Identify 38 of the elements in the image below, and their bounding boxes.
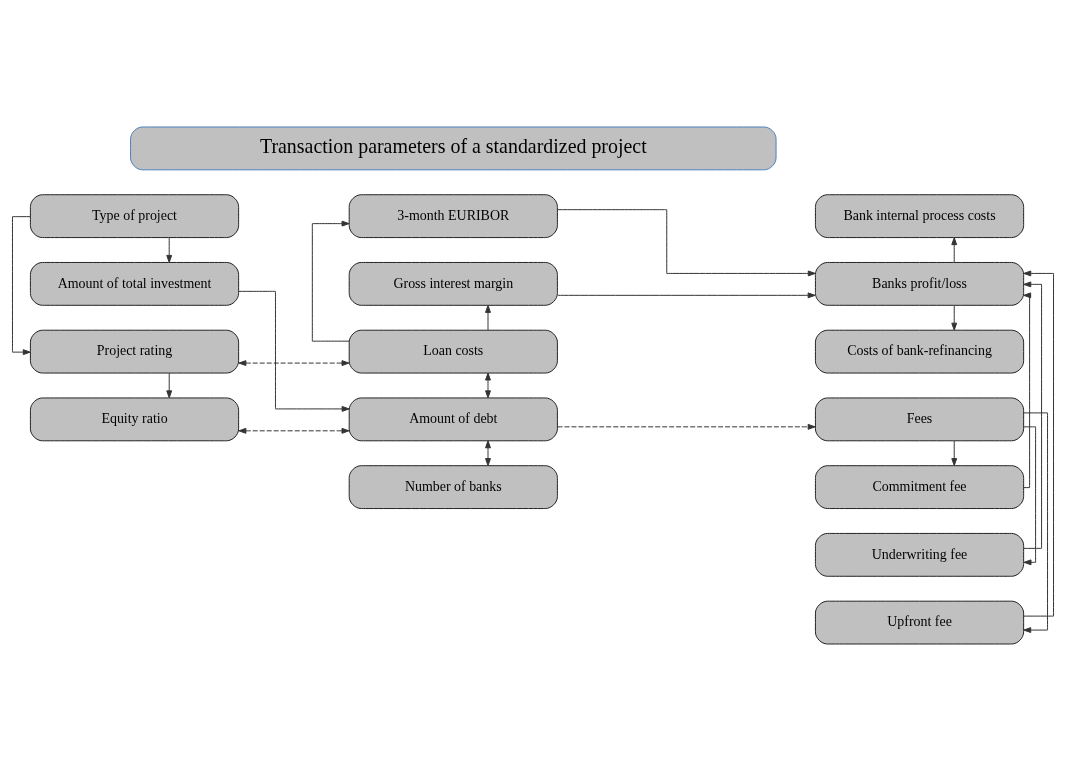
arrow <box>485 372 491 399</box>
arrow <box>557 292 816 299</box>
node-box: Amount of total investment <box>29 261 240 306</box>
arrow <box>485 304 491 331</box>
node-box: Upfront fee <box>814 600 1025 645</box>
arrow <box>238 427 350 434</box>
arrow <box>311 220 350 342</box>
arrow <box>238 360 350 367</box>
node-box: Equity ratio <box>29 397 240 442</box>
node-box: Project rating <box>29 329 240 374</box>
arrow <box>951 304 958 331</box>
arrow <box>557 209 816 277</box>
node-box: Gross interest margin <box>348 261 558 306</box>
node-box: Amount of debt <box>348 397 558 442</box>
node-box: Fees <box>814 397 1025 442</box>
arrow <box>166 372 173 399</box>
arrow <box>1023 292 1032 489</box>
arrow <box>557 423 816 430</box>
arrow <box>485 440 491 467</box>
arrow <box>166 237 173 263</box>
node-box: 3-month EURIBOR <box>348 194 558 239</box>
node-box: Bank internal process costs <box>814 194 1025 239</box>
arrow <box>1023 426 1037 566</box>
arrow <box>238 290 350 412</box>
arrow <box>1023 281 1043 549</box>
node-box: Transaction parameters of a standardized project <box>130 126 777 171</box>
arrow <box>951 440 958 467</box>
node-box: Underwriting fee <box>814 532 1025 577</box>
arrow <box>12 216 31 356</box>
node-box: Loan costs <box>348 329 558 374</box>
node-box: Banks profit/loss <box>814 261 1025 306</box>
node-box: Number of banks <box>348 465 558 510</box>
node-box: Costs of bank-refinancing <box>814 329 1025 374</box>
node-box: Commitment fee <box>814 465 1025 510</box>
node-box: Type of project <box>29 194 240 239</box>
arrow <box>951 237 958 263</box>
arrow <box>1023 412 1049 633</box>
arrow <box>1023 270 1054 617</box>
